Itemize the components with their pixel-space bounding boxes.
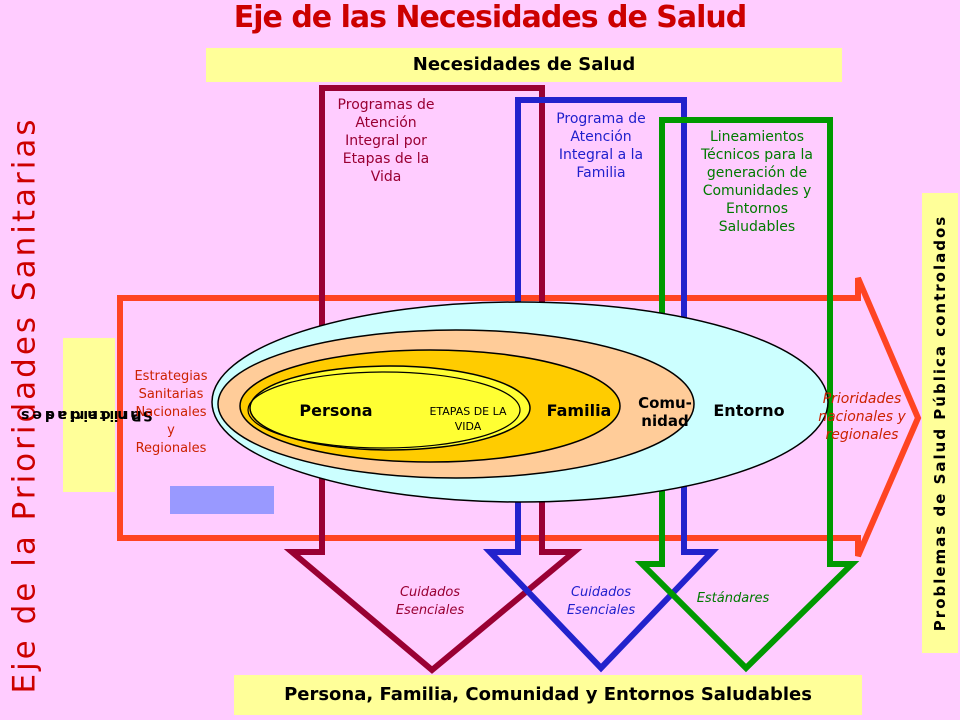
output1-line: Esenciales (395, 603, 465, 618)
strategies-line: Sanitarias (138, 387, 204, 402)
program-arrow-etapas-vida (283, 85, 583, 674)
program3-line: Lineamientos (709, 129, 805, 145)
lavender-rectangle (170, 486, 274, 514)
comunidad-line: Comu- (638, 394, 692, 412)
program-label-familia: Programa de Atención Integral a la Famil… (540, 110, 662, 182)
program-arrow-entornos (634, 117, 860, 673)
strategies-line: Regionales (135, 441, 207, 456)
ellipse-persona-inner (247, 371, 521, 449)
strategies-line: y (167, 423, 175, 438)
level-entorno: Entorno (713, 401, 785, 420)
program1-line: Programas de (337, 97, 435, 113)
strategies-label: Estrategias Sanitarias Nacionales y Regi… (118, 368, 224, 458)
strategies-line: Nacionales (135, 405, 207, 420)
program3-line: Técnicos para la (701, 147, 813, 163)
output1-line: Cuidados (399, 585, 461, 600)
etapas-line: ETAPAS DE LA (429, 405, 507, 418)
program3-line: Saludables (718, 219, 796, 235)
program1-line: Etapas de la (342, 151, 430, 167)
public-health-box: Problemas de Salud Pública controlados (922, 193, 958, 653)
program1-line: Atención (355, 115, 417, 131)
ellipse-persona (249, 365, 531, 451)
priorities-box-text: Prioridades Sanitarias (18, 353, 153, 477)
left-axis-text: Eje de la Prioridades Sanitarias (7, 116, 44, 694)
strategies-line: Estrategias (134, 369, 208, 384)
program-arrow-familia (482, 97, 720, 673)
output-label-cuidados-2: Cuidados Esenciales (540, 584, 662, 620)
priorities-horizontal-arrow (117, 276, 922, 558)
left-axis-label: Eje de la Prioridades Sanitarias (2, 116, 48, 693)
level-persona: Persona (299, 401, 373, 420)
priorities-output-line: Prioridades (822, 391, 902, 407)
output3-line: Estándares (696, 591, 770, 606)
program2-line: Familia (576, 165, 626, 181)
output-label-cuidados-1: Cuidados Esenciales (370, 584, 490, 620)
program-label-entornos: Lineamientos Técnicos para la generación… (678, 128, 836, 236)
program1-line: Integral por (345, 133, 427, 149)
etapas-line: VIDA (454, 420, 482, 433)
outcomes-band-bottom: Persona, Familia, Comunidad y Entornos S… (234, 675, 862, 715)
program3-line: generación de (706, 165, 808, 181)
public-health-text: Problemas de Salud Pública controlados (931, 214, 949, 632)
program2-line: Atención (570, 129, 632, 145)
output-label-estandares: Estándares (678, 590, 788, 608)
priorities-output-line: nacionales y (818, 409, 906, 425)
program2-line: Programa de (556, 111, 646, 127)
priorities-output-label: Prioridades nacionales y regionales (802, 390, 922, 444)
program3-line: Comunidades y (702, 183, 812, 199)
output2-line: Cuidados (570, 585, 632, 600)
priorities-box: Prioridades Sanitarias (18, 338, 153, 492)
comunidad-line: nidad (641, 412, 689, 430)
level-etapas-vida: ETAPAS DE LA VIDA (416, 404, 520, 434)
level-familia: Familia (546, 401, 612, 420)
program-label-etapas-vida: Programas de Atención Integral por Etapa… (322, 96, 450, 186)
priorities-output-line: regionales (825, 427, 899, 443)
program3-line: Entornos (725, 201, 788, 217)
needs-band-top: Necesidades de Salud (206, 48, 842, 82)
program2-line: Integral a la (558, 147, 644, 163)
program1-line: Vida (370, 169, 402, 185)
output2-line: Esenciales (566, 603, 636, 618)
level-comunidad: Comu- nidad (630, 394, 700, 430)
page-title: Eje de las Necesidades de Salud (233, 0, 747, 35)
